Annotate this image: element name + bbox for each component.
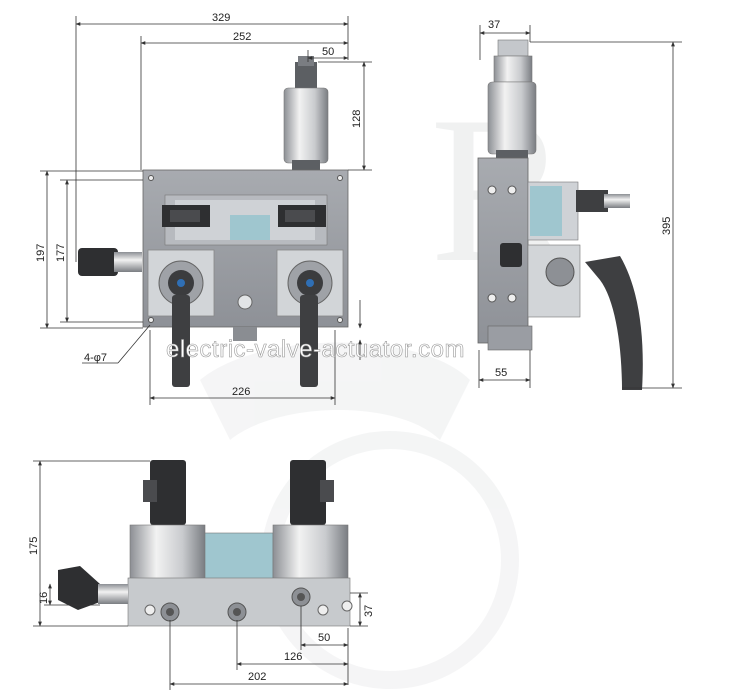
plan-view-dimensions (33, 460, 368, 690)
dim-55: 55 (495, 367, 507, 379)
dim-126: 126 (284, 651, 302, 663)
dim-395: 395 (661, 217, 673, 235)
front-view-dimension-labels: 329 252 50 128 197 177 4-φ7 226 (35, 12, 363, 398)
dim-16: 16 (38, 592, 50, 604)
dim-226: 226 (232, 386, 250, 398)
dim-37-front: 37 (363, 605, 375, 617)
dim-252: 252 (233, 31, 251, 43)
dim-50-front: 50 (318, 632, 330, 644)
dim-202: 202 (248, 671, 266, 683)
dim-175: 175 (28, 537, 40, 555)
dim-128: 128 (351, 110, 363, 128)
dim-50-top: 50 (322, 46, 334, 58)
dim-177: 177 (55, 244, 67, 262)
front-view-dimensions (40, 16, 372, 405)
watermark-text: electric-valve-actuator.com (166, 336, 465, 363)
side-view-dimension-labels: 37 395 55 (488, 19, 673, 379)
plan-view-dimension-labels: 175 16 37 50 126 202 (28, 537, 375, 683)
dim-hole-label: 4-φ7 (84, 352, 107, 364)
side-view (477, 39, 643, 390)
front-view (78, 56, 349, 387)
plan-view (58, 460, 353, 627)
dim-197: 197 (35, 244, 47, 262)
dim-329: 329 (212, 12, 230, 24)
dim-37-side: 37 (488, 19, 500, 31)
side-view-dimensions (478, 25, 682, 389)
